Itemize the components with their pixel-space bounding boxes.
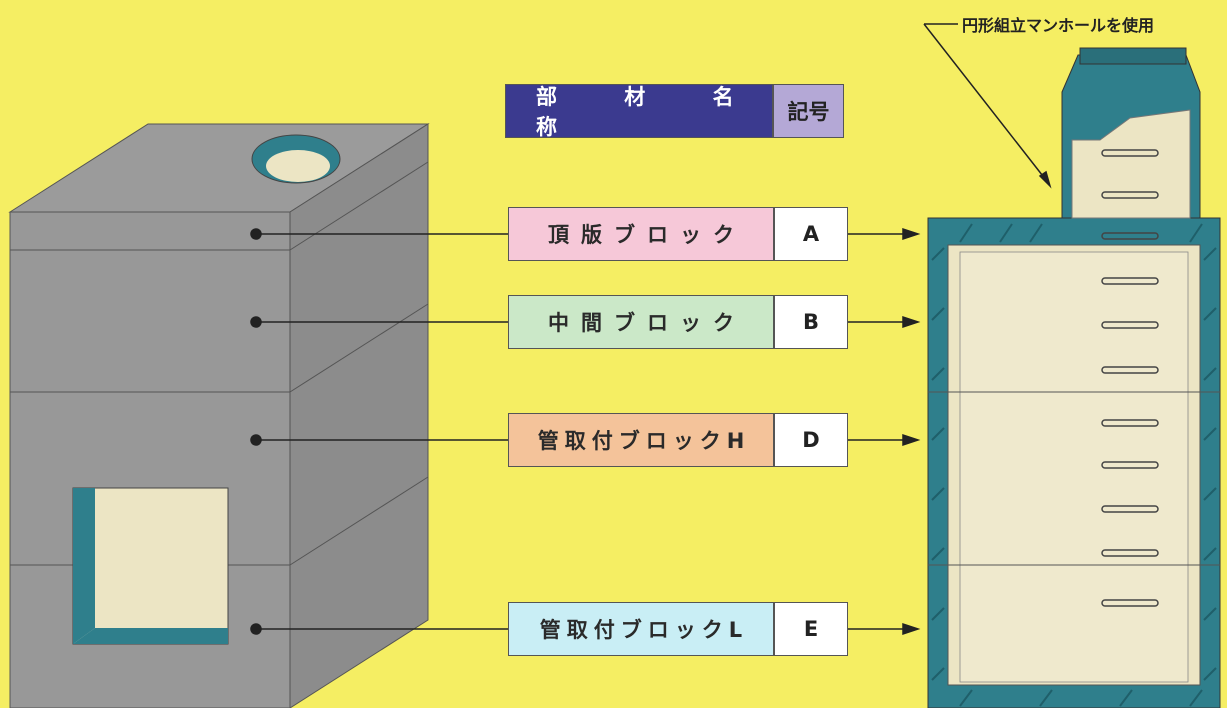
part-name-d: 管取付ブロックH: [508, 413, 774, 467]
pipe-opening: [72, 487, 229, 645]
part-name-e: 管取付ブロックL: [508, 602, 774, 656]
manhole-note: 円形組立マンホールを使用: [962, 16, 1155, 35]
part-name-a: 頂版ブロック: [508, 207, 774, 261]
part-code-b: B: [774, 295, 848, 349]
header-name-cell: 部 材 名 称: [505, 84, 773, 139]
leader-lines: [250, 227, 921, 636]
part-code-d: D: [774, 413, 848, 467]
part-code-a: A: [774, 207, 848, 261]
top-opening-inner: [266, 150, 330, 182]
header-code-cell: 記号: [773, 84, 844, 138]
part-name-b: 中間ブロック: [508, 295, 774, 349]
box-side-face: [289, 123, 429, 708]
part-code-e: E: [774, 602, 848, 656]
note-leader: [923, 23, 1052, 189]
cross-section: [927, 47, 1221, 708]
